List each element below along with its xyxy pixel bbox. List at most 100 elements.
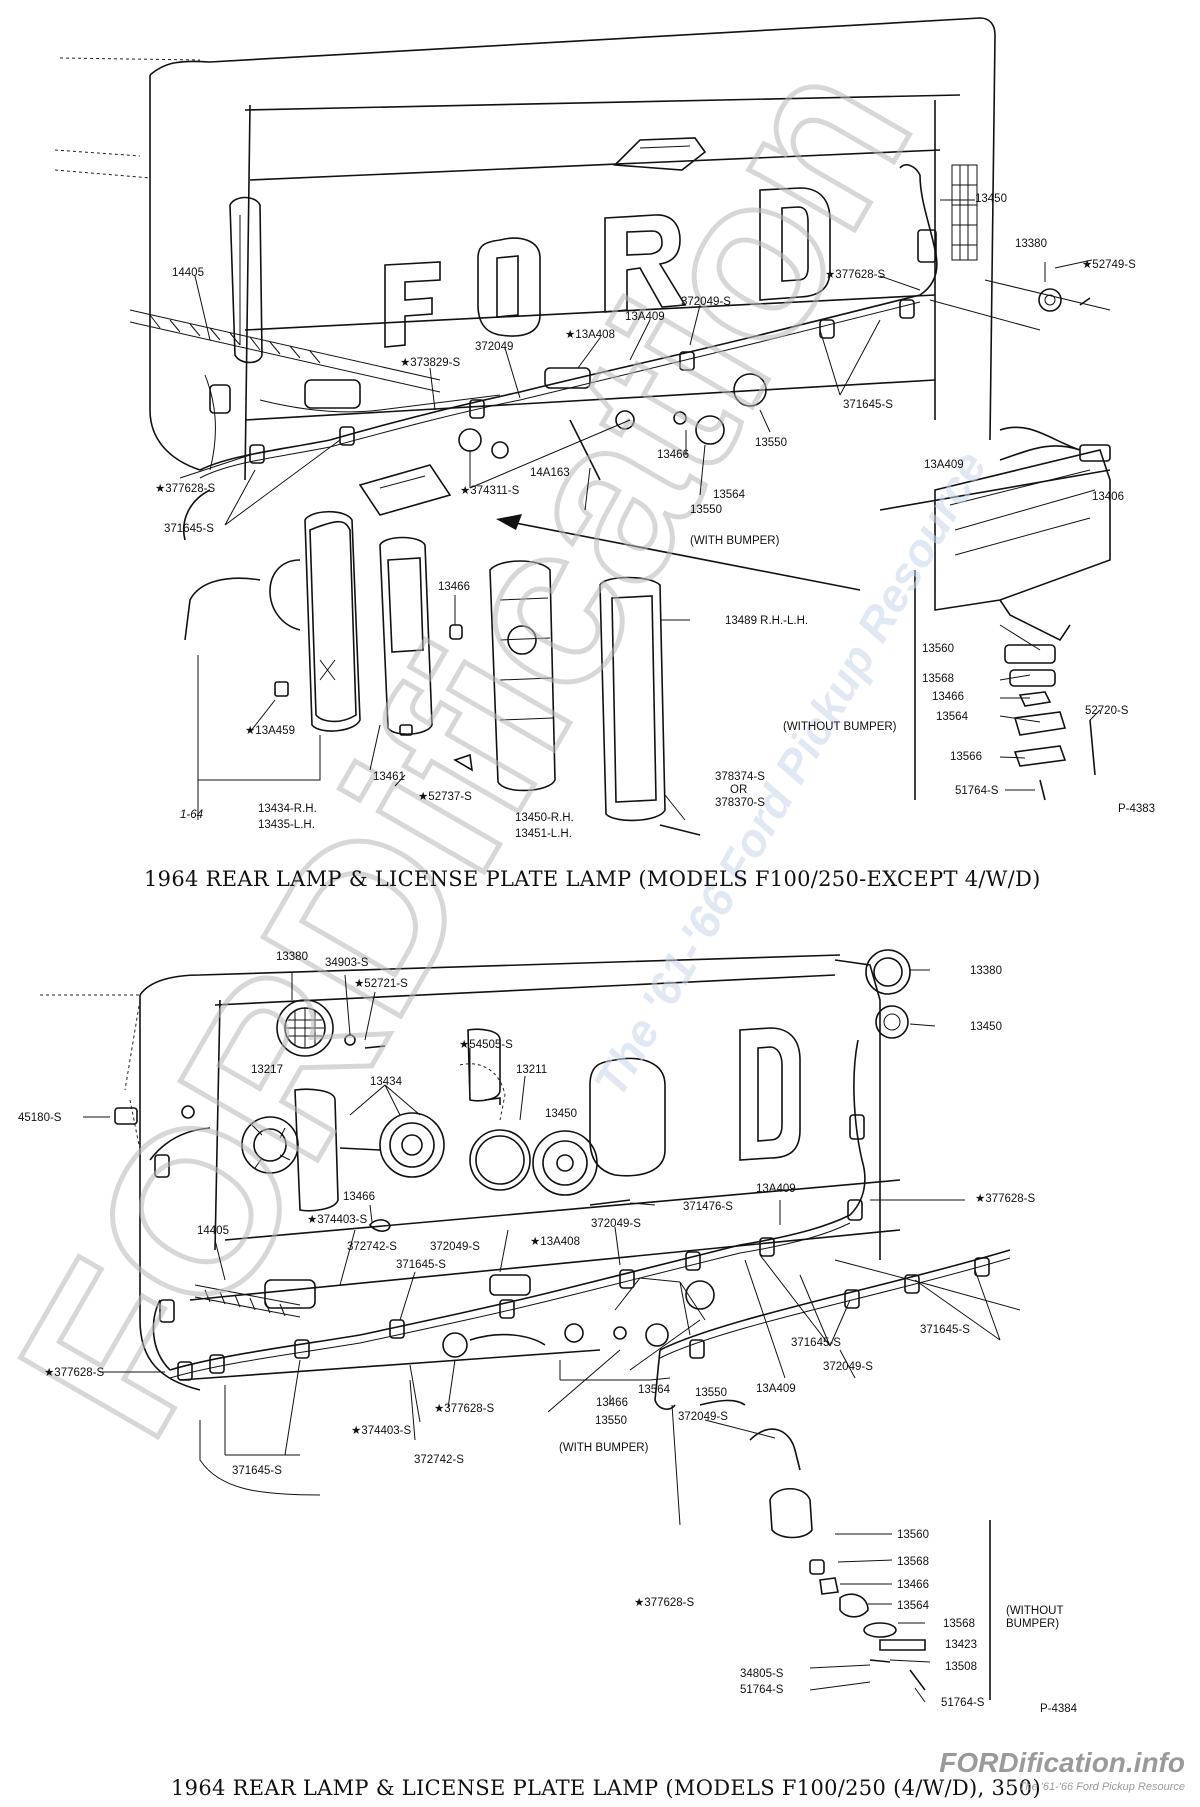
diagram2-part-label: 372049-S: [430, 1241, 480, 1253]
diagram2-part-label: 13568: [943, 1618, 975, 1630]
diagram1-part-label: ★13A459: [245, 725, 295, 737]
diagram2-part-label: 13380: [970, 965, 1002, 977]
diagram1-part-label: ★13A408: [565, 329, 615, 341]
diagram2-part-label: 13568: [897, 1556, 929, 1568]
diagram1-part-label: 13560: [922, 643, 954, 655]
diagram1-part-label: 13466: [438, 581, 470, 593]
diagram-1: [54, 17, 1111, 836]
diagram1-part-label: 13564: [713, 489, 746, 501]
diagram2-part-label: ★374403-S: [307, 1214, 368, 1226]
diagram1-part-label: 52720-S: [1085, 705, 1129, 717]
diagram1-part-label: 13A409: [924, 459, 964, 471]
diagram1-part-label: 13466: [657, 449, 689, 461]
diagram1-part-label: 13435-L.H.: [258, 819, 315, 831]
lamp-assembly-2: [241, 949, 911, 1232]
diagram2-part-label: 34903-S: [325, 957, 369, 969]
diagram2-part-label: ★13A408: [530, 1236, 580, 1248]
license-lamp-inset-1: [879, 426, 1111, 801]
diagram1-part-label: ★373829-S: [400, 357, 461, 369]
diagram1-part-label: 13550: [690, 504, 722, 516]
diagram1-part-label: 372049-S: [681, 296, 731, 308]
brand-subtitle: The '61-'66 Ford Pickup Resource: [1019, 1781, 1185, 1793]
diagram1-part-label: 13489 R.H.-L.H.: [725, 615, 808, 627]
diagram-2: [40, 949, 1021, 1700]
diagram2-part-label: 371645-S: [232, 1465, 282, 1477]
diagram2-part-label: ★377628-S: [434, 1403, 495, 1415]
diagram2-part-label: (WITH BUMPER): [559, 1442, 649, 1454]
diagram2-part-label: 372742-S: [347, 1241, 397, 1253]
diagram2-part-label: 13380: [276, 951, 308, 963]
diagram2-part-label: 13A409: [756, 1183, 796, 1195]
diagram2-part-label: 51764-S: [740, 1684, 784, 1696]
diagram1-part-label: 13450-R.H.: [515, 812, 574, 824]
diagram1-part-label: 13380: [1015, 238, 1047, 250]
diagram2-part-label: 13508: [945, 1661, 977, 1673]
diagram2-part-label: 372049-S: [591, 1218, 641, 1230]
diagram1-part-label: 13450: [975, 193, 1007, 205]
diagram2-part-label: 13466: [897, 1579, 929, 1591]
diagram2-part-label: 13A409: [756, 1383, 796, 1395]
diagram1-part-label: 13564: [936, 711, 969, 723]
diagram2-part-label: 13217: [251, 1064, 283, 1076]
diagram1-part-label: 371645-S: [843, 399, 893, 411]
diagram2-part-label: 372742-S: [414, 1454, 464, 1466]
diagram1-part-label: ★52737-S: [418, 791, 472, 803]
diagram1-part-label: 14A163: [530, 467, 570, 479]
diagram1-part-label: 51764-S: [955, 785, 999, 797]
diagram1-part-label: 13A409: [625, 311, 665, 323]
page-code-2: P-4384: [1040, 1703, 1078, 1715]
diagram2-part-label: 372049-S: [823, 1361, 873, 1373]
diagram2-part-label: 13564: [638, 1384, 671, 1396]
corner-mark: 1-64: [180, 809, 203, 821]
diagram1-part-label: 371645-S: [164, 523, 214, 535]
diagram2-part-label: 13211: [516, 1064, 547, 1076]
diagram2-part-label: ★377628-S: [634, 1597, 695, 1609]
diagram1-part-label: (WITH BUMPER): [690, 535, 780, 547]
diagram2-part-label: 13450: [545, 1108, 577, 1120]
diagram2-part-label: 13450: [970, 1021, 1002, 1033]
diagram2-part-label: ★377628-S: [975, 1193, 1036, 1205]
diagram2-part-label: 371645-S: [920, 1324, 970, 1336]
diagram1-part-label: 13461: [373, 771, 405, 783]
diagram1-part-label: 13451-L.H.: [515, 828, 572, 840]
diagram2-part-label: ★377628-S: [44, 1367, 105, 1379]
diagram1-part-label: ★377628-S: [155, 483, 216, 495]
diagram1-part-label: (WITHOUT BUMPER): [783, 721, 897, 733]
tail-lamp-assembly-1: [269, 510, 701, 836]
diagram2-part-label: 371645-S: [791, 1337, 841, 1349]
tailgate-letters-1: [384, 187, 831, 348]
tailgate-outline-2: [40, 954, 1021, 1496]
diagram2-part-label: 13423: [945, 1639, 977, 1651]
diagram1-part-label: ★52749-S: [1082, 259, 1136, 271]
diagram2-part-label: ★374403-S: [351, 1425, 412, 1437]
diagram1-part-label: 378370-S: [715, 797, 765, 809]
wiring-harness-2: [114, 1039, 1011, 1700]
diagram1-part-label: 378374-S: [715, 771, 765, 783]
diagram2-part-label: 371645-S: [396, 1259, 446, 1271]
diagram2-part-label: 13564: [897, 1600, 930, 1612]
diagram2-part-label: 13550: [695, 1387, 727, 1399]
page-code-1: P-4383: [1118, 803, 1155, 815]
diagram1-part-label: 14405: [172, 267, 204, 279]
diagram2-part-label: 14405: [197, 1225, 229, 1237]
diagram1-part-label: 13550: [755, 437, 787, 449]
diagram2-part-label: 13560: [897, 1529, 929, 1541]
brand-logo: FORDification.info: [939, 1747, 1185, 1778]
caption-diagram-1: 1964 REAR LAMP & LICENSE PLATE LAMP (MOD…: [144, 867, 1041, 891]
diagram2-part-label: 372049-S: [678, 1411, 728, 1423]
diagram2-part-label: ★52721-S: [354, 978, 408, 990]
labels-diagram-2: 13380 34903-S ★52721-S 13380 13450 ★54505-S 13…: [18, 951, 1063, 1709]
diagram2-part-label: ★54505-S: [459, 1039, 513, 1051]
diagram1-part-label: 13568: [922, 673, 954, 685]
diagram1-part-label: 372049: [475, 341, 513, 353]
diagram1-part-label: 13466: [932, 691, 964, 703]
diagram2-part-label: 13466: [596, 1397, 628, 1409]
diagram2-part-label: 13434: [370, 1076, 403, 1088]
diagram1-part-label: 13406: [1092, 491, 1124, 503]
diagram1-part-label: 13434-R.H.: [258, 803, 317, 815]
diagram2-part-label: 51764-S: [941, 1697, 985, 1709]
diagram2-part-label: 371476-S: [683, 1201, 733, 1213]
